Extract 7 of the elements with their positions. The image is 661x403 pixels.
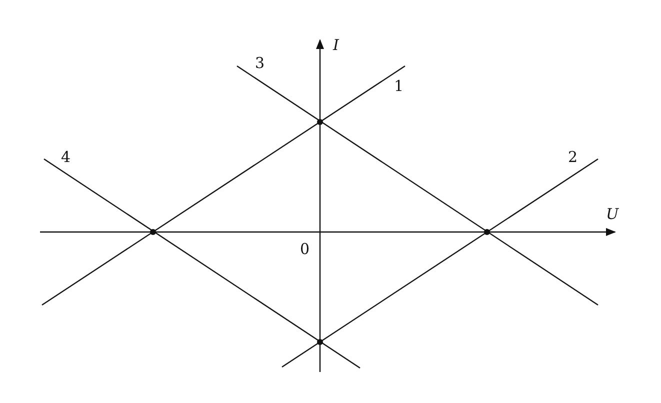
line-number: 2 [568,149,578,166]
origin-label: 0 [300,241,310,258]
axis-label: I [333,37,339,54]
line-number: 1 [394,78,404,95]
line-number: 3 [255,55,265,72]
line-number: 4 [61,149,71,166]
axis-label: U [606,206,619,223]
